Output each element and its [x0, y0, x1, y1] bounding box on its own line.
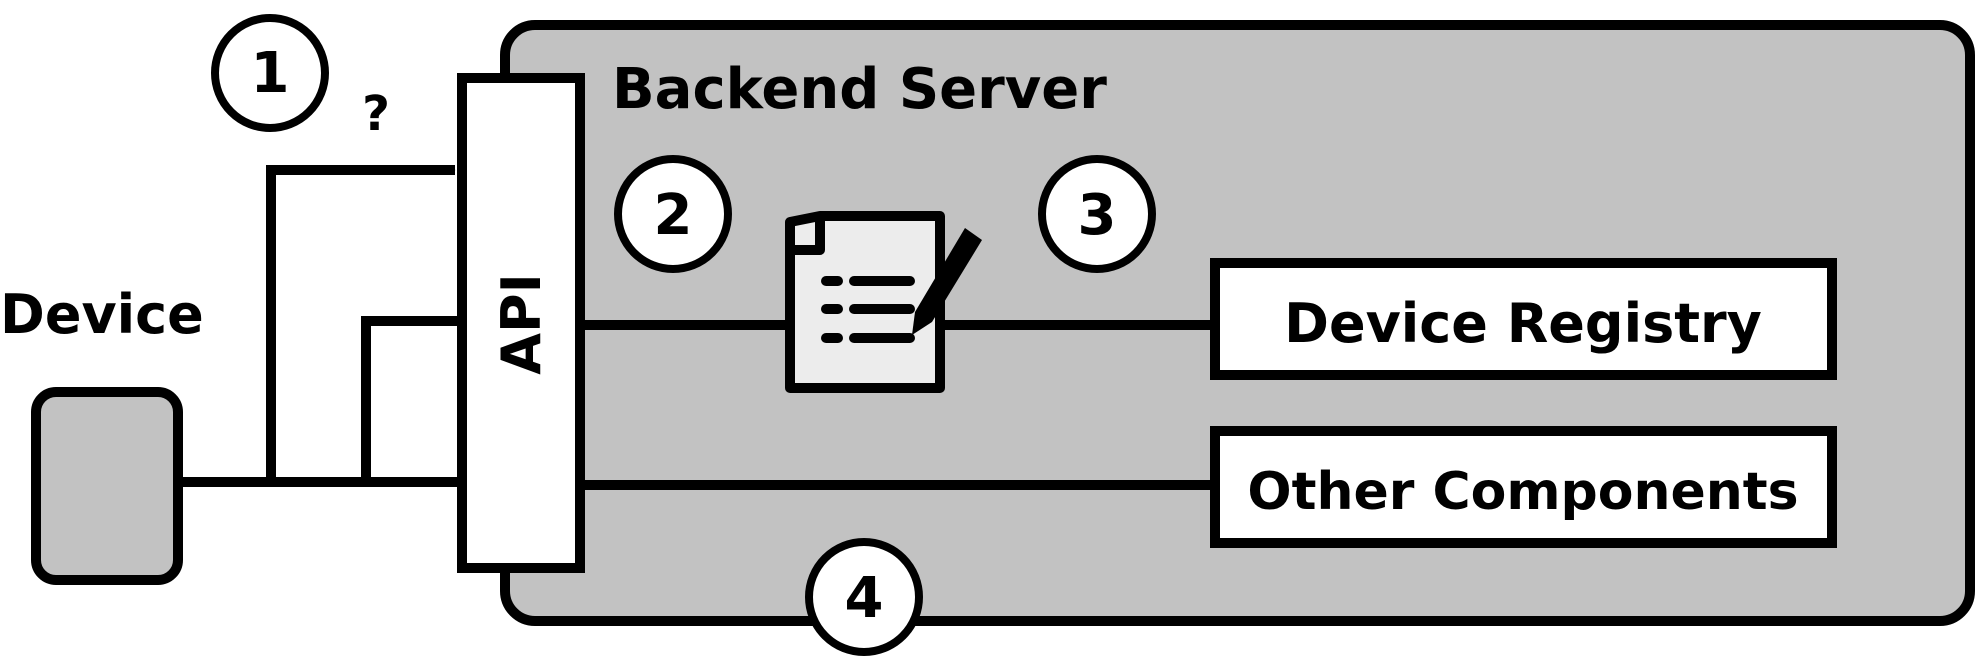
svg-text:2: 2	[654, 183, 693, 248]
step-2-marker: 2	[614, 155, 732, 273]
svg-text:4: 4	[845, 566, 884, 631]
backend-server-title: Backend Server	[612, 57, 1107, 122]
step-1-question-mark: ?	[362, 86, 390, 142]
step-4-marker: 4	[805, 538, 923, 656]
other-components-box[interactable]	[1210, 426, 1837, 548]
document-edit-icon	[785, 211, 982, 393]
step-3-marker: 3	[1038, 155, 1156, 273]
step1-connection-line	[266, 165, 456, 482]
svg-text:1: 1	[251, 41, 290, 106]
step2-connection-line	[361, 316, 460, 482]
step-1-marker: 1	[211, 14, 329, 132]
device-box[interactable]	[31, 387, 183, 585]
other-components-label: Other Components	[1247, 462, 1798, 522]
device-registry-box[interactable]	[1210, 258, 1837, 380]
svg-text:3: 3	[1078, 183, 1117, 248]
api-label: API	[490, 273, 553, 374]
device-registry-label: Device Registry	[1284, 292, 1762, 355]
device-label: Device	[0, 283, 204, 346]
